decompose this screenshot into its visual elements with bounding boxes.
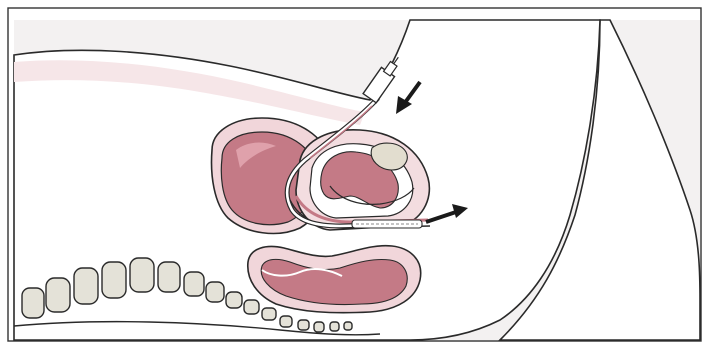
vertebra — [262, 308, 276, 320]
vertebra — [314, 322, 324, 332]
vertebra — [130, 258, 154, 292]
vertebra — [184, 272, 204, 296]
vertebra — [22, 288, 44, 318]
vertebra — [102, 262, 126, 298]
vertebra — [158, 262, 180, 292]
vertebra — [330, 322, 339, 331]
vertebra — [298, 320, 309, 330]
vertebra — [244, 300, 259, 314]
vertebra — [280, 316, 292, 327]
vertebra — [226, 292, 242, 308]
vertebra — [206, 282, 224, 302]
vertebra — [74, 268, 98, 304]
vertebra — [46, 278, 70, 312]
vertebra — [344, 322, 352, 330]
